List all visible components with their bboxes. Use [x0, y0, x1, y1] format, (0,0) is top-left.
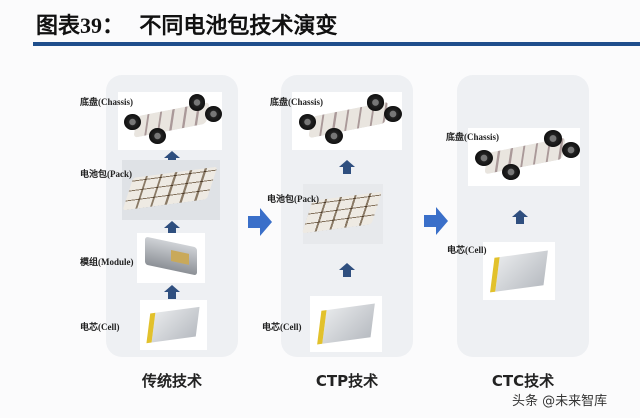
- module-image: [137, 233, 205, 283]
- column-title-ctp: CTP技术: [315, 372, 379, 390]
- label-cell: 电芯(Cell): [262, 322, 302, 332]
- label-module: 模组(Module): [80, 257, 134, 267]
- up-arrow-icon: [164, 285, 180, 299]
- up-arrow-icon: [512, 210, 528, 224]
- column-title-traditional: 传统技术: [141, 372, 202, 390]
- cell-image: [310, 296, 382, 352]
- up-arrow-icon: [339, 263, 355, 277]
- up-arrow-icon: [339, 160, 355, 174]
- chassis-image: [468, 128, 580, 186]
- pack-image: [302, 184, 383, 244]
- label-pack: 电池包(Pack): [267, 194, 319, 204]
- chassis-image: [292, 92, 402, 150]
- label-chassis: 底盘(Chassis): [80, 97, 134, 107]
- figure-title: 图表39： 不同电池包技术演变: [36, 13, 338, 39]
- pack-image: [122, 160, 220, 220]
- label-chassis: 底盘(Chassis): [270, 97, 324, 107]
- label-cell: 电芯(Cell): [80, 322, 120, 332]
- title-rule: [33, 42, 640, 46]
- label-chassis: 底盘(Chassis): [446, 132, 500, 142]
- up-arrow-icon: [164, 221, 180, 235]
- column-title-ctc: CTC技术: [491, 372, 555, 390]
- right-arrow-icon: [424, 207, 448, 235]
- label-cell: 电芯(Cell): [447, 245, 487, 255]
- cell-image: [483, 242, 555, 300]
- watermark: 头条 @未来智库: [512, 394, 608, 409]
- right-arrow-icon: [248, 208, 272, 236]
- chassis-image: [118, 92, 222, 150]
- cell-image: [140, 300, 207, 350]
- label-pack: 电池包(Pack): [80, 169, 132, 179]
